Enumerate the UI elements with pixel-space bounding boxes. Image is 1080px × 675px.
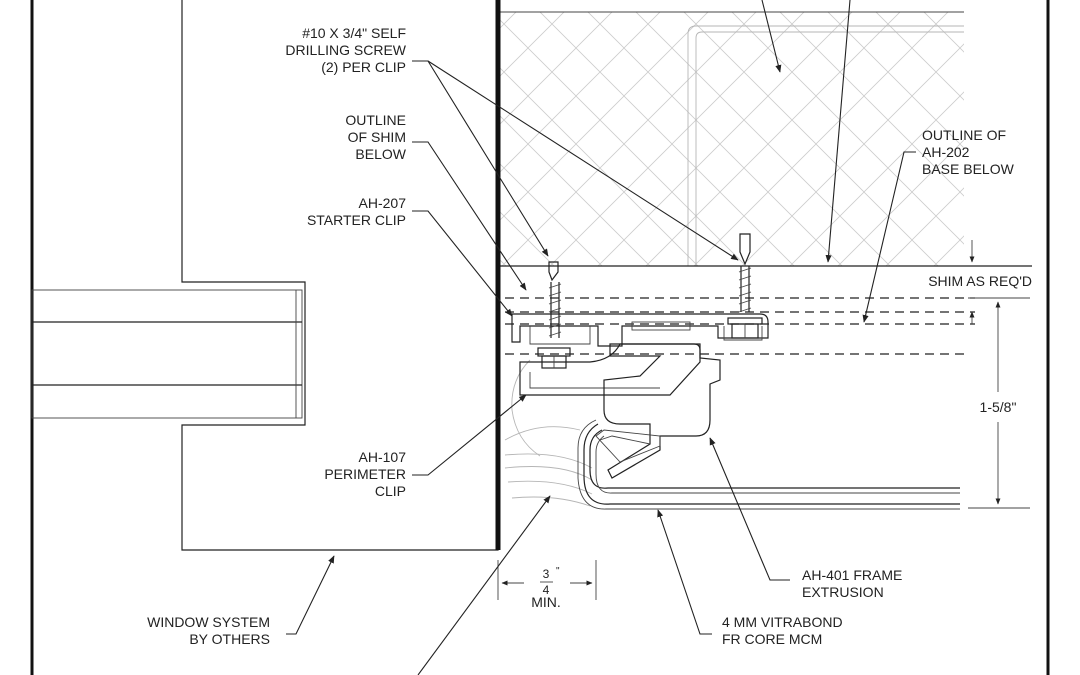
mcm-panel bbox=[577, 419, 960, 510]
label-shim-outline-line1: OUTLINE bbox=[345, 112, 406, 128]
label-screw-line1: #10 X 3/4" SELF bbox=[302, 25, 406, 41]
label-perimeter-clip-line3: CLIP bbox=[375, 483, 406, 499]
label-window-line2: BY OTHERS bbox=[189, 631, 270, 647]
label-min-gap-suffix: MIN. bbox=[531, 594, 561, 610]
label-dim-height: 1-5/8" bbox=[980, 399, 1017, 415]
label-base-outline-line1: OUTLINE OF bbox=[922, 127, 1006, 143]
leaders bbox=[286, 0, 916, 675]
label-starter-clip-line2: STARTER CLIP bbox=[307, 212, 406, 228]
frame-extrusion bbox=[595, 343, 721, 479]
label-starter-clip-line1: AH-207 bbox=[359, 195, 407, 211]
screw-right bbox=[727, 233, 763, 339]
dimension-height bbox=[968, 297, 1030, 509]
label-frame-extrusion-line1: AH-401 FRAME bbox=[802, 567, 902, 583]
label-min-gap-numerator: 3 bbox=[543, 567, 550, 581]
label-base-outline-line3: BASE BELOW bbox=[922, 161, 1015, 177]
label-frame-extrusion-line2: EXTRUSION bbox=[802, 584, 884, 600]
label-perimeter-clip: AH-107 PERIMETER CLIP bbox=[324, 449, 406, 499]
label-screw: #10 X 3/4" SELF DRILLING SCREW (2) PER C… bbox=[285, 25, 406, 75]
label-shim-outline-line3: BELOW bbox=[355, 146, 406, 162]
label-mcm-panel-line1: 4 MM VITRABOND bbox=[722, 614, 843, 630]
label-window: WINDOW SYSTEM BY OTHERS bbox=[147, 614, 270, 647]
label-screw-line3: (2) PER CLIP bbox=[321, 59, 406, 75]
shim-outline-dashed bbox=[505, 297, 975, 355]
label-shim-req: SHIM AS REQ'D bbox=[928, 273, 1032, 289]
label-shim-outline-line2: OF SHIM bbox=[348, 129, 406, 145]
label-window-line1: WINDOW SYSTEM bbox=[147, 614, 270, 630]
label-perimeter-clip-line2: PERIMETER bbox=[324, 466, 406, 482]
label-min-gap-denominator: 4 bbox=[543, 583, 550, 597]
label-base-outline-line2: AH-202 bbox=[922, 144, 970, 160]
label-starter-clip: AH-207 STARTER CLIP bbox=[307, 195, 406, 228]
label-shim-outline: OUTLINE OF SHIM BELOW bbox=[345, 112, 406, 162]
label-min-gap: 3 " 4 MIN. bbox=[531, 566, 561, 610]
starter-clip bbox=[511, 313, 769, 347]
label-frame-extrusion: AH-401 FRAME EXTRUSION bbox=[802, 567, 902, 600]
label-screw-line2: DRILLING SCREW bbox=[285, 42, 406, 58]
perimeter-clip bbox=[511, 343, 701, 457]
screw-left bbox=[537, 261, 571, 369]
label-base-outline: OUTLINE OF AH-202 BASE BELOW bbox=[922, 127, 1015, 177]
window-system bbox=[31, 0, 499, 551]
label-min-gap-inch: " bbox=[556, 566, 560, 577]
label-mcm-panel-line2: FR CORE MCM bbox=[722, 631, 822, 647]
panel-bend-lines bbox=[504, 426, 593, 507]
label-mcm-panel: 4 MM VITRABOND FR CORE MCM bbox=[722, 614, 843, 647]
label-perimeter-clip-line1: AH-107 bbox=[359, 449, 407, 465]
